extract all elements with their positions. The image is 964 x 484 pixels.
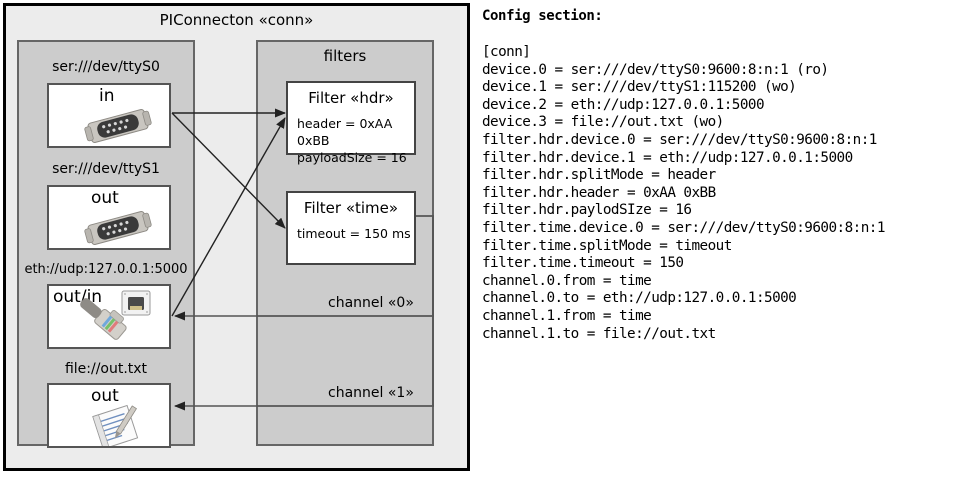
diagram-title: PIConnecton «conn» — [159, 11, 314, 29]
filter-prop: timeout = 150 ms — [297, 226, 411, 241]
config-section: Config section: [conn] device.0 = ser://… — [482, 0, 962, 484]
device-label-ttys1: ser:///dev/ttyS1 — [52, 161, 160, 177]
filter-prop: payloadSize = 16 — [297, 150, 407, 165]
filter-title-hdr: Filter «hdr» — [308, 89, 394, 107]
connector-ttys0-to-time — [171, 112, 286, 229]
connector-channel-1 — [174, 215, 434, 411]
device-card-text-file: out — [91, 386, 119, 406]
filter-box-hdr[interactable]: Filter «hdr» header = 0xAA 0xBB payloadS… — [286, 81, 416, 165]
filter-props-time: timeout = 150 ms — [297, 225, 411, 242]
device-card-text-ttys1: out — [91, 188, 119, 208]
config-body: [conn] device.0 = ser:///dev/ttyS0:9600:… — [482, 44, 885, 342]
connector-channel-0 — [174, 215, 434, 321]
connection-diagram: PIConnecton «conn» ser:///dev/ttyS0 in — [3, 3, 470, 471]
filter-title-time: Filter «time» — [303, 199, 399, 217]
device-label-ttys0: ser:///dev/ttyS0 — [52, 59, 160, 75]
channel-label-1: channel «1» — [328, 385, 414, 401]
filter-box-time[interactable]: Filter «time» timeout = 150 ms — [286, 191, 416, 265]
filter-props-hdr: header = 0xAA 0xBB payloadSize = 16 — [297, 115, 414, 166]
diagram-connectors — [171, 108, 434, 411]
device-card-text-ttys0: in — [99, 86, 115, 106]
filters-group-title: filters — [323, 47, 367, 65]
connector-eth-to-hdr — [171, 117, 286, 317]
device-label-eth: eth://udp:127.0.0.1:5000 — [24, 262, 188, 277]
filter-prop: header = 0xAA 0xBB — [297, 116, 393, 148]
config-heading: Config section: — [482, 8, 603, 24]
device-label-file: file://out.txt — [64, 361, 148, 377]
channel-label-0: channel «0» — [328, 295, 414, 311]
